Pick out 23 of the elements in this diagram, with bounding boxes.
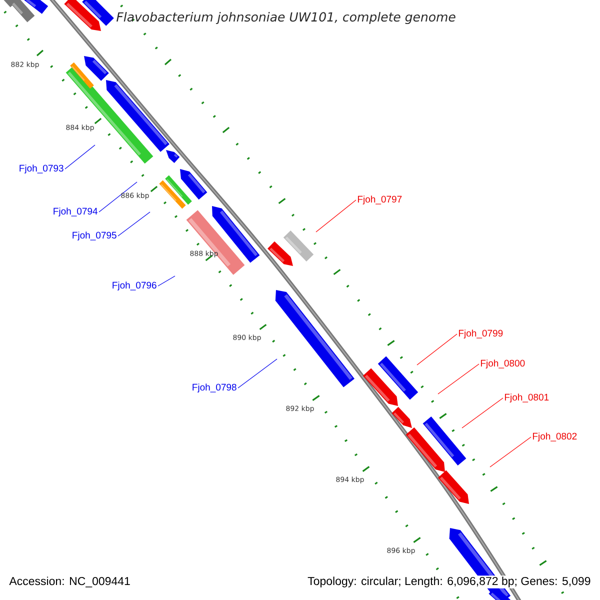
leader-line (490, 436, 532, 468)
leader-line (316, 200, 356, 232)
leader-line (238, 358, 278, 388)
title: Flavobacterium johnsoniae UW101, complete genome (116, 12, 456, 24)
leader-line (416, 334, 458, 366)
gene-label: Fjoh_0797 (358, 196, 402, 204)
leader-line (462, 398, 504, 428)
gene-label: Fjoh_0801 (505, 394, 549, 402)
gene-label: Fjoh_0795 (72, 232, 116, 240)
gene-label: Fjoh_0802 (533, 432, 577, 442)
gene-label: Fjoh_0798 (192, 384, 236, 392)
gene-label: Fjoh_0800 (481, 360, 525, 368)
leader-line (118, 212, 150, 236)
footer-text: Accession: NC_009441 (9, 576, 130, 588)
footer-text: Topology: circular; Length: 6,096,872 bp; Genes: 5,099 (306, 576, 592, 588)
gene-label: Fjoh_0794 (54, 208, 98, 216)
gene-label: Fjoh_0799 (459, 330, 503, 338)
gene-label: Fjoh_0793 (20, 164, 64, 174)
leader-line (98, 182, 138, 212)
leader-line (438, 364, 480, 394)
leader-line (158, 276, 176, 286)
gene-label: Fjoh_0796 (112, 282, 156, 290)
leader-line (64, 144, 96, 170)
